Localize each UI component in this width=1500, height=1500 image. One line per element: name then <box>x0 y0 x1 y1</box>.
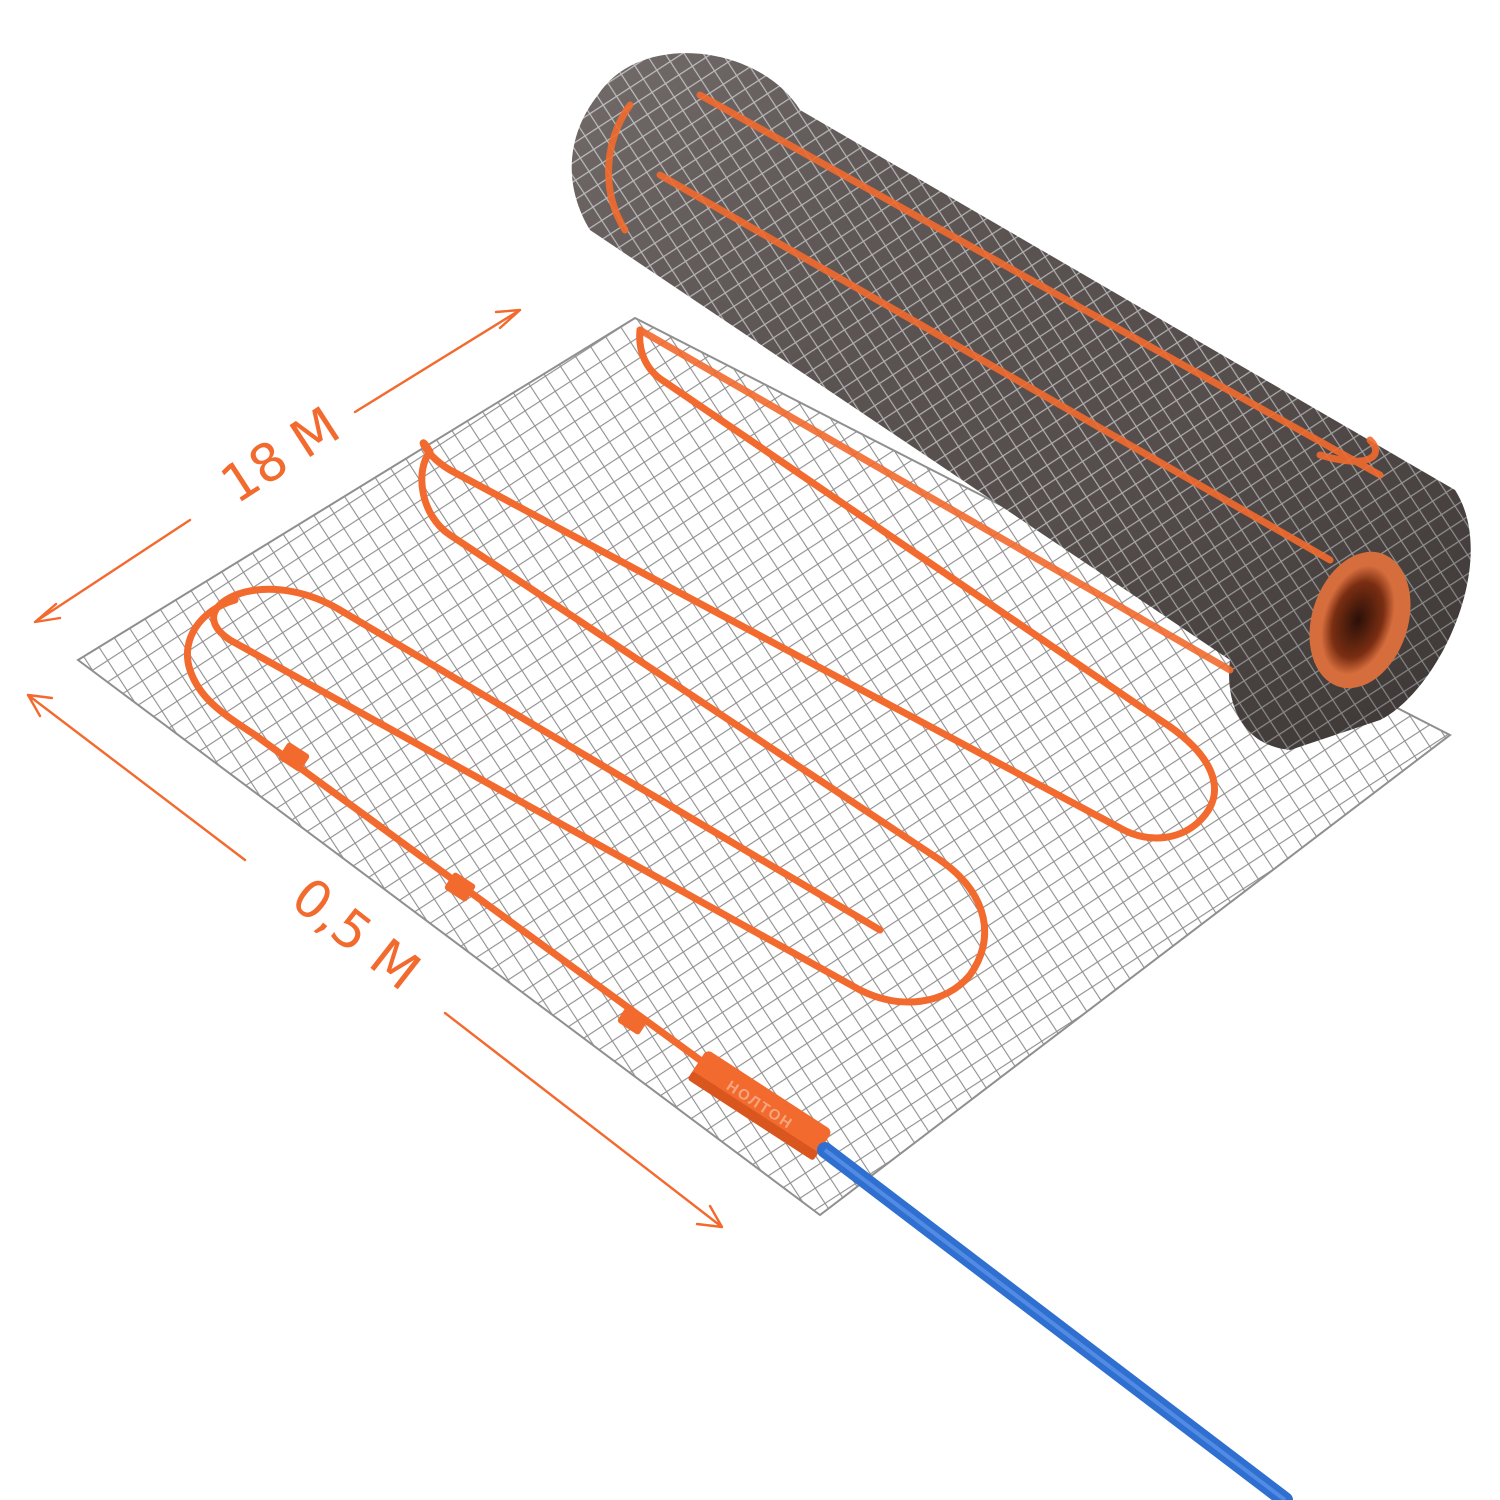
width-dimension <box>26 693 724 1229</box>
arrow-right-icon <box>353 308 522 414</box>
cable-clips <box>278 742 649 1035</box>
length-label: 18 М <box>211 396 351 516</box>
cable-clip <box>278 742 310 772</box>
mesh-sheet <box>76 316 1452 1217</box>
heating-cable <box>183 326 1218 1064</box>
cable-clip <box>617 1005 649 1035</box>
arrow-left-icon <box>33 518 192 624</box>
cable-coupling: НОЛТОН <box>688 1051 831 1160</box>
roll-core <box>1321 565 1395 675</box>
length-dimension <box>33 308 522 624</box>
mesh-roll <box>571 53 1471 750</box>
cable-clip <box>444 872 476 902</box>
arrow-up-left-icon <box>26 693 247 862</box>
arrow-down-right-icon <box>443 1011 724 1229</box>
